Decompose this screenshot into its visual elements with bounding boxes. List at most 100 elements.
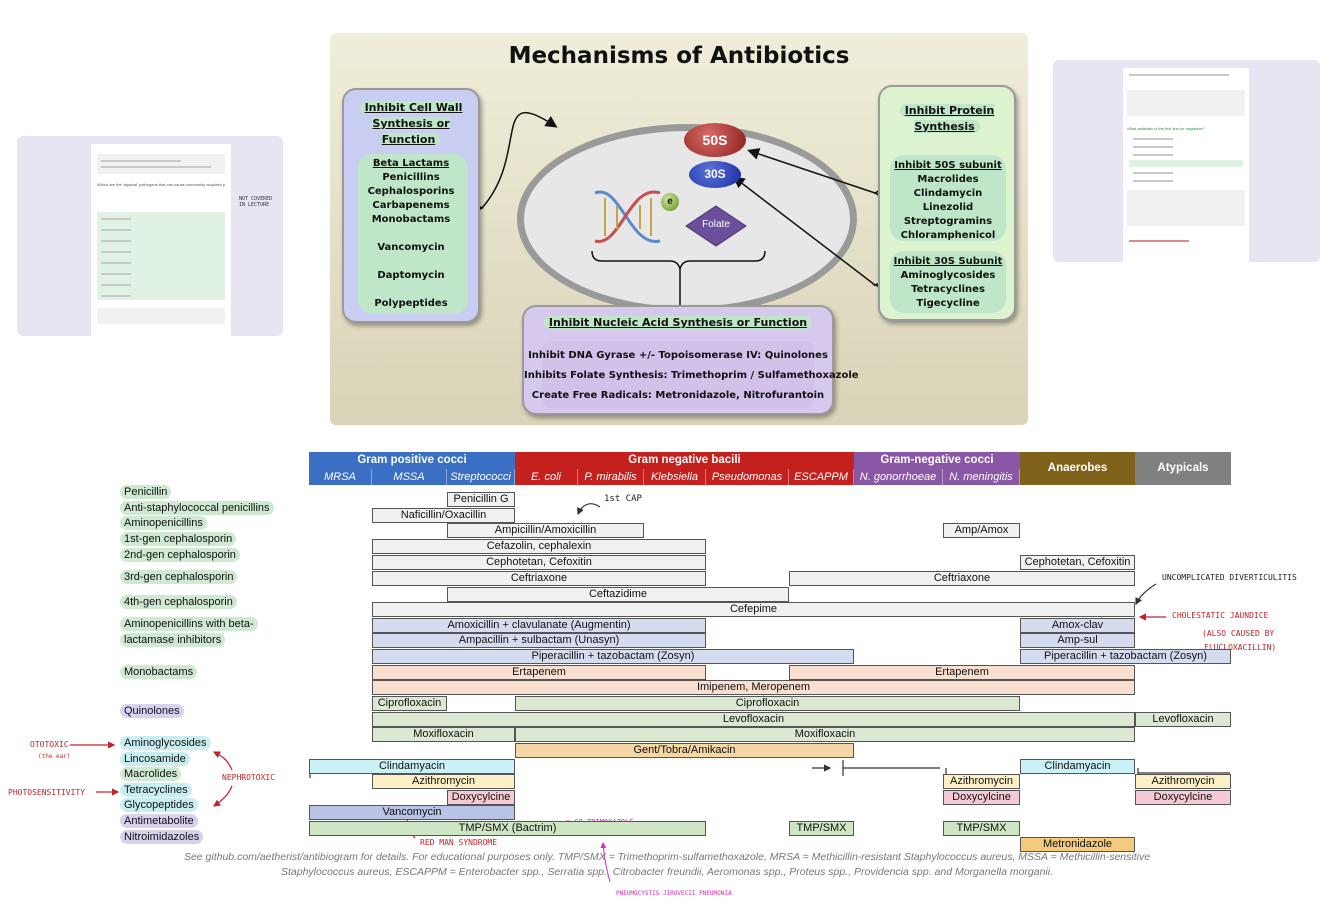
organism-header: Pseudomonas	[706, 469, 789, 485]
organism-header: Streptococci	[447, 469, 515, 485]
organism-header: P. mirabilis	[578, 469, 644, 485]
left-screenshot-thumbnail: Which are the 'atypical' pathogens that …	[17, 136, 283, 336]
penicillins-label: Penicillins	[382, 172, 440, 183]
footnote: See github.com/aetherist/antibiogram for…	[100, 850, 1234, 880]
antibiotic-bar: Piperacillin + tazobactam (Zosyn)	[1020, 649, 1231, 664]
ribosome-50s: 50S	[684, 123, 746, 157]
mechanisms-diagram: Mechanisms of Antibiotics 50S 30S e Fola…	[330, 33, 1028, 425]
note-also-caused: (ALSO CAUSED BY	[1202, 629, 1275, 638]
carbapenems-label: Carbapenems	[372, 200, 450, 211]
note-uncomplicated: UNCOMPLICATED DIVERTICULITIS	[1162, 573, 1297, 582]
note-first-cap: 1st CAP	[604, 494, 642, 504]
footnote-line-1: See github.com/aetherist/antibiogram for…	[183, 851, 1151, 863]
left-thumb-handnote: NOT COVERED IN LECTURE	[239, 196, 273, 208]
class-label: Monobactams	[120, 665, 198, 679]
antibiotic-bar: Ertapenem	[789, 665, 1135, 680]
antibiotic-bar: Doxycylcine	[943, 790, 1020, 805]
class-label: 4th-gen cephalosporin	[120, 595, 237, 609]
antibiotic-bar: Ertapenem	[372, 665, 706, 680]
antibiotic-bar: TMP/SMX	[789, 821, 854, 836]
note-photosensitivity: PHOTOSENSITIVITY	[8, 788, 86, 797]
antibiotic-bar: Moxifloxacin	[372, 727, 515, 742]
antibiotic-bar: Azithromycin	[1135, 774, 1231, 789]
nucleic-acid-panel: Inhibit Nucleic Acid Synthesis or Functi…	[522, 305, 859, 415]
protein-panel: Inhibit Protein Synthesis Inhibit 50S su…	[878, 85, 1016, 321]
antibiotic-bar: Piperacillin + tazobactam (Zosyn)	[372, 649, 854, 664]
antibiotic-bar: Azithromycin	[372, 774, 515, 789]
nucleic-item-quinolones: Inhibit DNA Gyrase +/- Topoisomerase IV:…	[528, 350, 828, 361]
antibiotic-bar: Ciprofloxacin	[372, 696, 447, 711]
organism-header: MRSA	[309, 469, 372, 485]
antibiotic-bar: Azithromycin	[943, 774, 1020, 789]
cell-wall-panel: Inhibit Cell Wall Synthesis or Function …	[342, 88, 480, 323]
antibiotic-bar: Clindamyacin	[1020, 759, 1135, 774]
note-pneumocystis: PNEUMOCYSTIS JIROVECII PNEUMONIA	[616, 890, 732, 897]
nucleic-item-folate: Inhibits Folate Synthesis: Trimethoprim …	[524, 370, 859, 381]
antibiotic-bar: Imipenem, Meropenem	[372, 680, 1135, 695]
antibiotic-bar: Ampacillin + sulbactam (Unasyn)	[372, 633, 706, 648]
class-label: Quinolones	[120, 704, 184, 718]
linezolid-label: Linezolid	[922, 202, 974, 213]
antibiotic-bar: Levofloxacin	[372, 712, 1135, 727]
antibiotic-bar: Ceftriaxone	[372, 571, 706, 586]
antibiotic-bar: Amp/Amox	[943, 523, 1020, 538]
mechanisms-title: Mechanisms of Antibiotics	[508, 43, 850, 69]
inhibit-50s-label: Inhibit 50S subunit	[894, 160, 1002, 171]
antibiotic-bar: Ampicillin/Amoxicillin	[447, 523, 644, 538]
antibiotic-bar: Amp-sul	[1020, 633, 1135, 648]
vancomycin-label: Vancomycin	[377, 242, 445, 253]
note-flucloxacillin: FLUCLOXACILLIN)	[1204, 643, 1277, 652]
antibiotic-bar: Ciprofloxacin	[515, 696, 1020, 711]
left-thumb-question: Which are the 'atypical' pathogens that …	[97, 182, 225, 187]
class-label: Glycopeptides	[120, 798, 198, 812]
class-label: 1st-gen cephalosporin	[120, 532, 237, 546]
class-label: Macrolides	[120, 767, 182, 781]
antibiotic-bar: Metronidazole	[1020, 837, 1135, 852]
antibiotic-bar: Cefepime	[372, 602, 1135, 617]
mechanism-arrows	[466, 112, 891, 316]
note-ototoxic-sub: (the ear)	[38, 753, 71, 760]
tetracyclines-label: Tetracyclines	[911, 284, 985, 295]
monobactams-label: Monobactams	[371, 214, 451, 225]
class-label: Aminopenicillins with beta-	[120, 617, 258, 631]
antibiotic-bar: Cephotetan, Cefoxitin	[1020, 555, 1135, 570]
antibiotic-bar: TMP/SMX	[943, 821, 1020, 836]
antibiotic-bar: Clindamyacin	[309, 759, 515, 774]
group-header: Gram-negative cocci	[854, 452, 1020, 469]
class-label: Antimetabolite	[120, 814, 198, 828]
clindamycin-label: Clindamycin	[913, 188, 983, 199]
group-header: Atypicals	[1135, 452, 1231, 485]
nucleic-item-radicals: Create Free Radicals: Metronidazole, Nit…	[531, 390, 825, 401]
organism-header: ESCAPPM	[789, 469, 854, 485]
right-screenshot-thumbnail: What antibiotic is the first line for or…	[1053, 60, 1320, 262]
class-label: Nitroimidazoles	[120, 830, 204, 844]
antibiotic-bar: Ceftazidime	[447, 587, 789, 602]
nucleic-heading: Inhibit Nucleic Acid Synthesis or Functi…	[543, 316, 813, 329]
organism-header: MSSA	[372, 469, 447, 485]
chloramphenicol-label: Chloramphenicol	[900, 230, 996, 241]
right-thumb-question: What antibiotic is the first line for or…	[1127, 126, 1205, 131]
aminoglycosides-label: Aminoglycosides	[900, 270, 996, 281]
group-header: Gram positive cocci	[309, 452, 515, 469]
organism-header: Klebsiella	[644, 469, 706, 485]
streptogramins-label: Streptogramins	[903, 216, 993, 227]
organism-header: N. gonorrhoeae	[854, 469, 943, 485]
class-label: Aminopenicillins	[120, 516, 207, 530]
antibiotic-bar: Levofloxacin	[1135, 712, 1231, 727]
group-header: Gram negative bacili	[515, 452, 854, 469]
note-cholestatic: CHOLESTATIC JAUNDICE	[1172, 611, 1269, 620]
antibiotic-bar: Doxycylcine	[447, 790, 515, 805]
class-label: Tetracyclines	[120, 783, 192, 797]
antibiotic-bar: Penicillin G	[447, 492, 515, 507]
class-label: Anti-staphylococcal penicillins	[120, 501, 274, 515]
antibiotic-bar: Vancomycin	[309, 805, 515, 820]
class-label: lactamase inhibitors	[120, 633, 226, 647]
class-label: Lincosamide	[120, 752, 190, 766]
note-red-man: RED MAN SYNDROME	[420, 838, 498, 847]
antibiotic-bar: Gent/Tobra/Amikacin	[515, 743, 854, 758]
macrolides-label: Macrolides	[917, 174, 979, 185]
antibiotic-bar: Cephotetan, Cefoxitin	[372, 555, 706, 570]
antibiotic-bar: Cefazolin, cephalexin	[372, 539, 706, 554]
footnote-line-2: Staphylococcus aureus, ESCAPPM = Enterob…	[280, 866, 1054, 878]
class-label: 2nd-gen cephalosporin	[120, 548, 240, 562]
